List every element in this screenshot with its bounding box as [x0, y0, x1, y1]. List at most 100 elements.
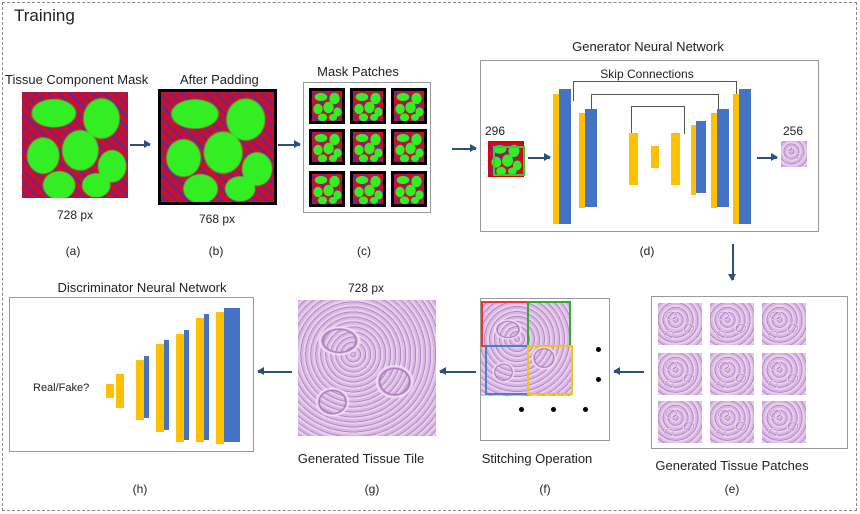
mask-patch	[309, 88, 345, 124]
generated-patches-label: Generated Tissue Patches	[655, 458, 809, 473]
tissue-mask-label: Tissue Component Mask	[5, 72, 149, 87]
disc-layer	[216, 312, 224, 444]
stitched-region	[481, 301, 571, 396]
tissue-patch	[658, 353, 702, 395]
tissue-mask-image	[22, 92, 128, 198]
arrow-c-d	[452, 145, 477, 151]
output-size-label: 256	[783, 124, 804, 138]
tissue-patch	[762, 303, 806, 345]
tissue-patch	[762, 401, 806, 443]
caption-e: (e)	[724, 482, 740, 496]
decoder-layer	[717, 109, 729, 207]
tissue-patch	[658, 303, 702, 345]
disc-layer	[106, 384, 114, 398]
ellipsis-dot	[519, 407, 524, 412]
stitch-window-blue	[485, 345, 529, 395]
skip-connection	[591, 94, 719, 120]
disc-layer-edge	[184, 330, 189, 440]
padded-mask-image	[158, 89, 277, 205]
px-728-tile-label: 728 px	[347, 281, 385, 295]
arrow-a-b	[130, 141, 151, 147]
decoder-layer	[671, 133, 680, 185]
decoder-layer-edge	[691, 125, 696, 195]
generated-tile-label: Generated Tissue Tile	[297, 451, 425, 466]
caption-d: (d)	[639, 244, 655, 258]
stitch-window-green	[527, 301, 571, 347]
mask-patch	[350, 171, 386, 207]
arrow-input-unet	[528, 154, 551, 160]
disc-layer-edge	[204, 314, 209, 440]
decoder-layer	[696, 121, 706, 193]
caption-g: (g)	[364, 482, 380, 496]
mask-patch	[309, 129, 345, 165]
disc-layer	[156, 344, 164, 432]
disc-layer	[116, 374, 124, 408]
stitch-window-red	[481, 301, 529, 347]
decoder-layer-edge	[733, 94, 739, 224]
discriminator-box: Real/Fake?	[9, 297, 254, 452]
real-fake-label: Real/Fake?	[33, 382, 90, 394]
caption-b: (b)	[208, 244, 224, 258]
decoder-layer	[739, 89, 751, 224]
skip-connection	[573, 81, 737, 101]
ellipsis-dot	[596, 347, 601, 352]
encoder-layer-edge	[553, 94, 559, 224]
input-patch	[488, 141, 525, 177]
encoder-layer	[585, 109, 597, 207]
mask-patches-box	[303, 82, 431, 213]
stitch-window-yellow	[527, 345, 573, 395]
caption-h: (h)	[132, 482, 148, 496]
discriminator-label: Discriminator Neural Network	[57, 280, 227, 295]
training-title: Training	[14, 6, 75, 25]
after-padding-label: After Padding	[180, 72, 259, 87]
encoder-layer	[629, 133, 638, 185]
decoder-layer-edge	[711, 113, 717, 208]
disc-layer	[196, 318, 204, 442]
disc-layer	[176, 334, 184, 442]
arrow-f-g	[439, 368, 476, 374]
arrow-b-c	[278, 141, 301, 147]
mask-patch	[350, 88, 386, 124]
tissue-patch	[710, 303, 754, 345]
arrow-e-f	[613, 368, 644, 374]
tissue-patch	[710, 401, 754, 443]
disc-layer	[224, 308, 240, 442]
generator-label: Generator Neural Network	[572, 39, 724, 54]
input-size-label: 296	[485, 124, 506, 138]
generator-box: 296 Skip Connections 256	[480, 60, 819, 232]
mask-patch	[391, 129, 427, 165]
tissue-patch	[658, 401, 702, 443]
encoder-layer	[559, 89, 571, 224]
mask-patch	[391, 88, 427, 124]
generated-patches-box	[651, 296, 848, 449]
skip-connection	[631, 106, 685, 134]
ellipsis-dot	[596, 377, 601, 382]
encoder-layer-edge	[579, 113, 585, 208]
tissue-patch	[710, 353, 754, 395]
mask-patch	[309, 171, 345, 207]
bottleneck-layer	[651, 146, 659, 168]
mask-patches-label: Mask Patches	[317, 64, 399, 79]
caption-a: (a)	[65, 244, 81, 258]
stitching-label: Stitching Operation	[481, 451, 593, 466]
mask-patch	[350, 129, 386, 165]
generated-tissue-tile	[298, 300, 436, 436]
ellipsis-dot	[583, 407, 588, 412]
ellipsis-dot	[551, 407, 556, 412]
px-768-label: 768 px	[198, 212, 236, 226]
output-patch	[781, 141, 807, 167]
stitching-box	[480, 298, 610, 441]
arrow-unet-output	[757, 154, 778, 160]
disc-layer	[136, 360, 144, 420]
skip-connections-label: Skip Connections	[600, 67, 694, 81]
arrow-d-e	[729, 244, 735, 281]
disc-layer-edge	[164, 340, 169, 430]
disc-layer-edge	[144, 356, 149, 418]
arrow-g-h	[257, 368, 292, 374]
caption-c: (c)	[357, 244, 371, 258]
tissue-patch	[762, 353, 806, 395]
caption-f: (f)	[539, 482, 551, 496]
px-728-label: 728 px	[56, 208, 94, 222]
mask-patch	[391, 171, 427, 207]
